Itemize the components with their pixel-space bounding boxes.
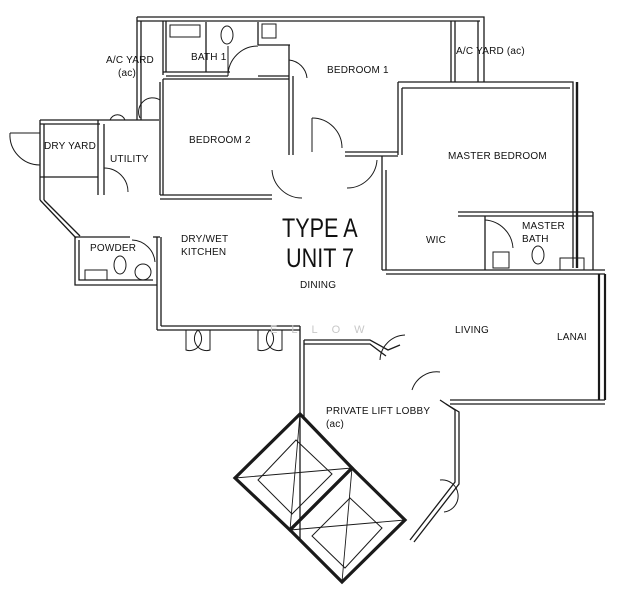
room-label-lift-lobby-note: (ac): [326, 419, 345, 430]
room-label-dry-yard: DRY YARD: [44, 141, 96, 152]
room-label-living: LIVING: [455, 325, 489, 336]
room-label-powder: POWDER: [90, 243, 137, 254]
room-label-bedroom1: BEDROOM 1: [327, 65, 389, 76]
room-label-bath1: BATH 1: [191, 52, 227, 63]
room-label-kitchen-1: DRY/WET: [181, 234, 229, 245]
room-label-utility: UTILITY: [110, 154, 149, 165]
fixtures: [84, 23, 585, 281]
doors: [9, 45, 514, 513]
room-label-ac-yard-right: A/C YARD (ac): [456, 46, 525, 57]
plan-title-unit: UNIT 7: [286, 243, 355, 273]
plan-title-type: TYPE A: [282, 213, 358, 243]
room-label-ac-yard-left: A/C YARD: [106, 55, 154, 66]
room-label-master-bath-1: MASTER: [522, 221, 565, 232]
room-label-dining: DINING: [300, 280, 337, 291]
room-label-lift-lobby: PRIVATE LIFT LOBBY: [326, 406, 431, 417]
room-label-bedroom2: BEDROOM 2: [189, 135, 251, 146]
room-label-ac-yard-left-note: (ac): [118, 68, 137, 79]
room-label-kitchen-2: KITCHEN: [181, 247, 227, 258]
watermark-text: ELLOW: [270, 324, 379, 336]
room-label-master-bedroom: MASTER BEDROOM: [448, 151, 547, 162]
room-label-master-bath-2: BATH: [522, 234, 549, 245]
room-label-wic: WIC: [426, 235, 447, 246]
exterior-walls: [39, 16, 607, 543]
lift-shafts: [232, 411, 408, 585]
room-label-lanai: LANAI: [557, 332, 587, 343]
